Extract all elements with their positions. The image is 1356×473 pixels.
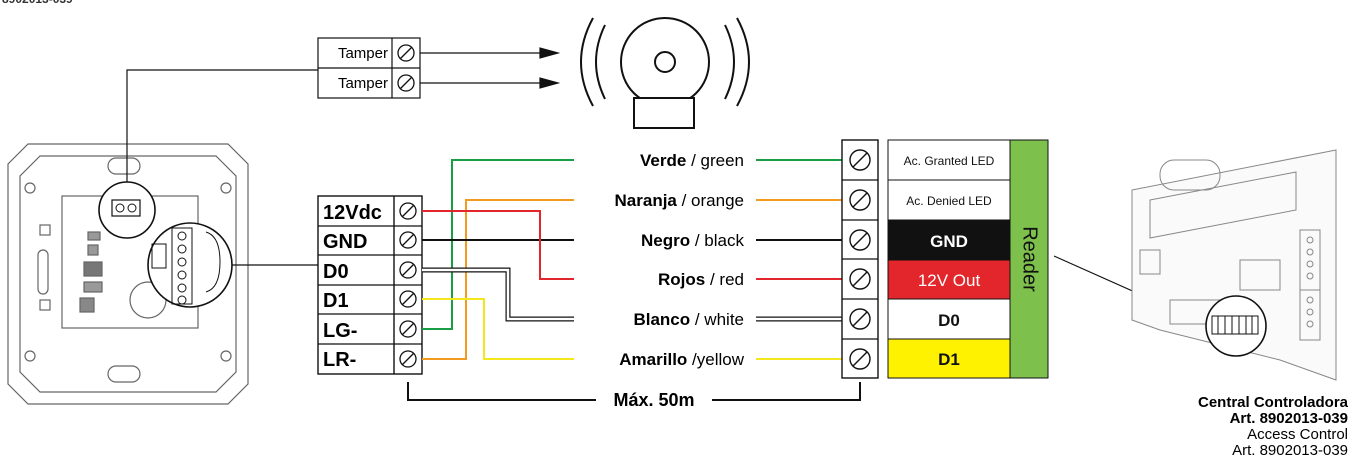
tamper-label-2: Tamper	[338, 75, 388, 92]
terminal-d0: D0	[323, 261, 349, 283]
wire-yellow	[422, 298, 842, 360]
wire-label-white: Blanco / white	[633, 310, 744, 329]
wire-orange	[422, 199, 842, 360]
controller-magnifier	[1205, 295, 1267, 357]
caption-line-2: Art. 8902013-039	[1230, 410, 1348, 427]
reader-label: Reader	[1019, 226, 1041, 292]
bell-icon	[580, 17, 750, 129]
distance-label: Máx. 50m	[613, 390, 694, 410]
reader-terminal-granted: Ac. Granted LED	[904, 154, 995, 168]
wire-label-red: Rojos / red	[658, 270, 744, 289]
tamper-wire	[126, 69, 318, 182]
wire-white	[422, 267, 842, 322]
wire-label-orange: Naranja / orange	[615, 191, 744, 210]
header-code: 8902013-039	[2, 0, 73, 6]
wire-label-green: Verde / green	[640, 151, 744, 170]
controller-screw-block	[841, 139, 879, 379]
tamper-arrows	[420, 47, 561, 89]
caption-line-3: Access Control	[1247, 426, 1348, 443]
wire-label-yellow: Amarillo /yellow	[619, 350, 744, 369]
terminal-block-icon	[151, 227, 221, 305]
left-screw-icons	[399, 202, 417, 368]
reader-terminal-table: Ac. Granted LED Ac. Denied LED GND 12V O…	[887, 139, 1049, 379]
caption-line-4: Art. 8902013-039	[1232, 442, 1348, 459]
terminal-d1: D1	[323, 290, 349, 312]
terminal-magnifier	[147, 222, 233, 308]
controller-board-illustration	[1131, 149, 1337, 381]
wire-red	[422, 210, 842, 280]
tamper-screw-icon	[397, 44, 415, 92]
reader-terminal-gnd: GND	[930, 232, 968, 251]
reader-terminal-d0: D0	[938, 311, 960, 330]
terminal-lr: LR-	[323, 349, 356, 371]
terminal-lg: LG-	[323, 320, 357, 342]
controller-connector-icon	[1211, 315, 1259, 335]
reader-terminal-12v: 12V Out	[918, 271, 981, 290]
tamper-block: Tamper Tamper	[317, 37, 421, 99]
distance-bracket	[407, 382, 861, 401]
caption-line-1: Central Controladora	[1198, 394, 1349, 411]
controller-screw-icons	[849, 149, 871, 370]
wire-green	[422, 159, 842, 330]
reader-device-illustration	[7, 143, 249, 405]
terminal-gnd: GND	[323, 231, 367, 253]
reader-terminal-d1: D1	[938, 350, 960, 369]
terminal-12vdc: 12Vdc	[323, 202, 382, 224]
tamper-label-1: Tamper	[338, 45, 388, 62]
reader-terminal-denied: Ac. Denied LED	[906, 194, 992, 208]
wire-label-black: Negro / black	[641, 231, 744, 250]
left-terminal-block: 12Vdc GND D0 D1 LG- LR-	[317, 195, 423, 375]
